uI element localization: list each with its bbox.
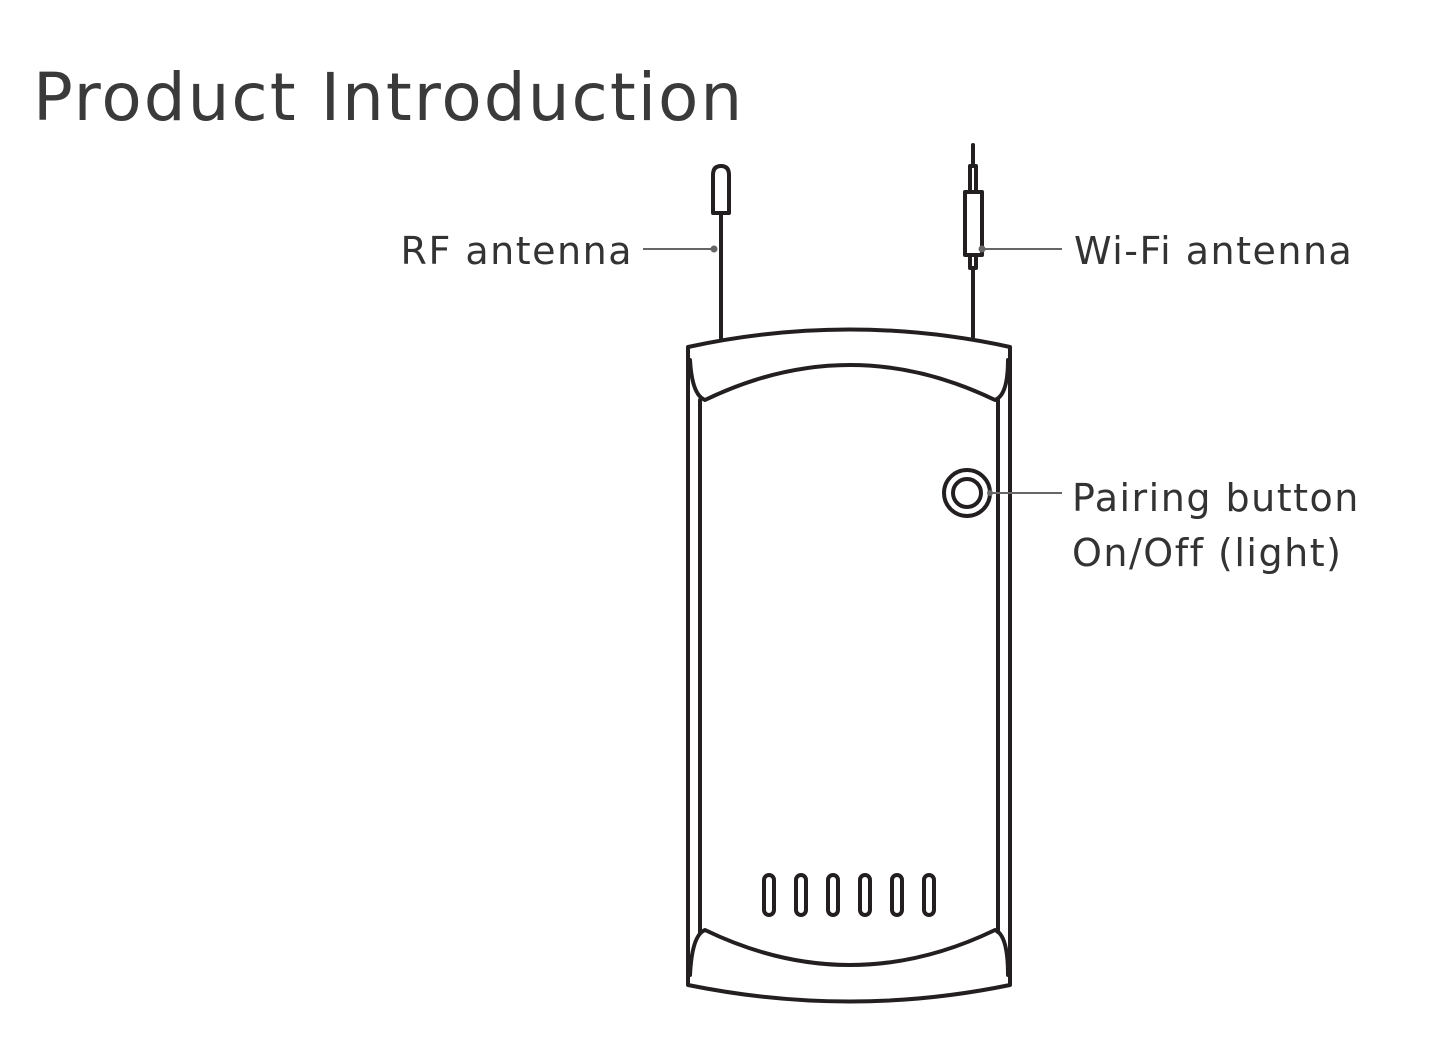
pairing-button-icon <box>942 468 992 518</box>
rf-antenna-label: RF antenna <box>401 229 633 273</box>
pairing-button-label: Pairing button <box>1072 476 1360 520</box>
pairing-button-sublabel: On/Off (light) <box>1072 531 1342 575</box>
wifi-antenna-label: Wi-Fi antenna <box>1074 229 1353 273</box>
vent-slots <box>762 873 936 917</box>
rf-antenna <box>711 164 731 340</box>
device-body <box>686 327 1012 1004</box>
page-title: Product Introduction <box>33 59 744 136</box>
leader-lines <box>643 245 1062 496</box>
wifi-antenna <box>963 143 984 339</box>
